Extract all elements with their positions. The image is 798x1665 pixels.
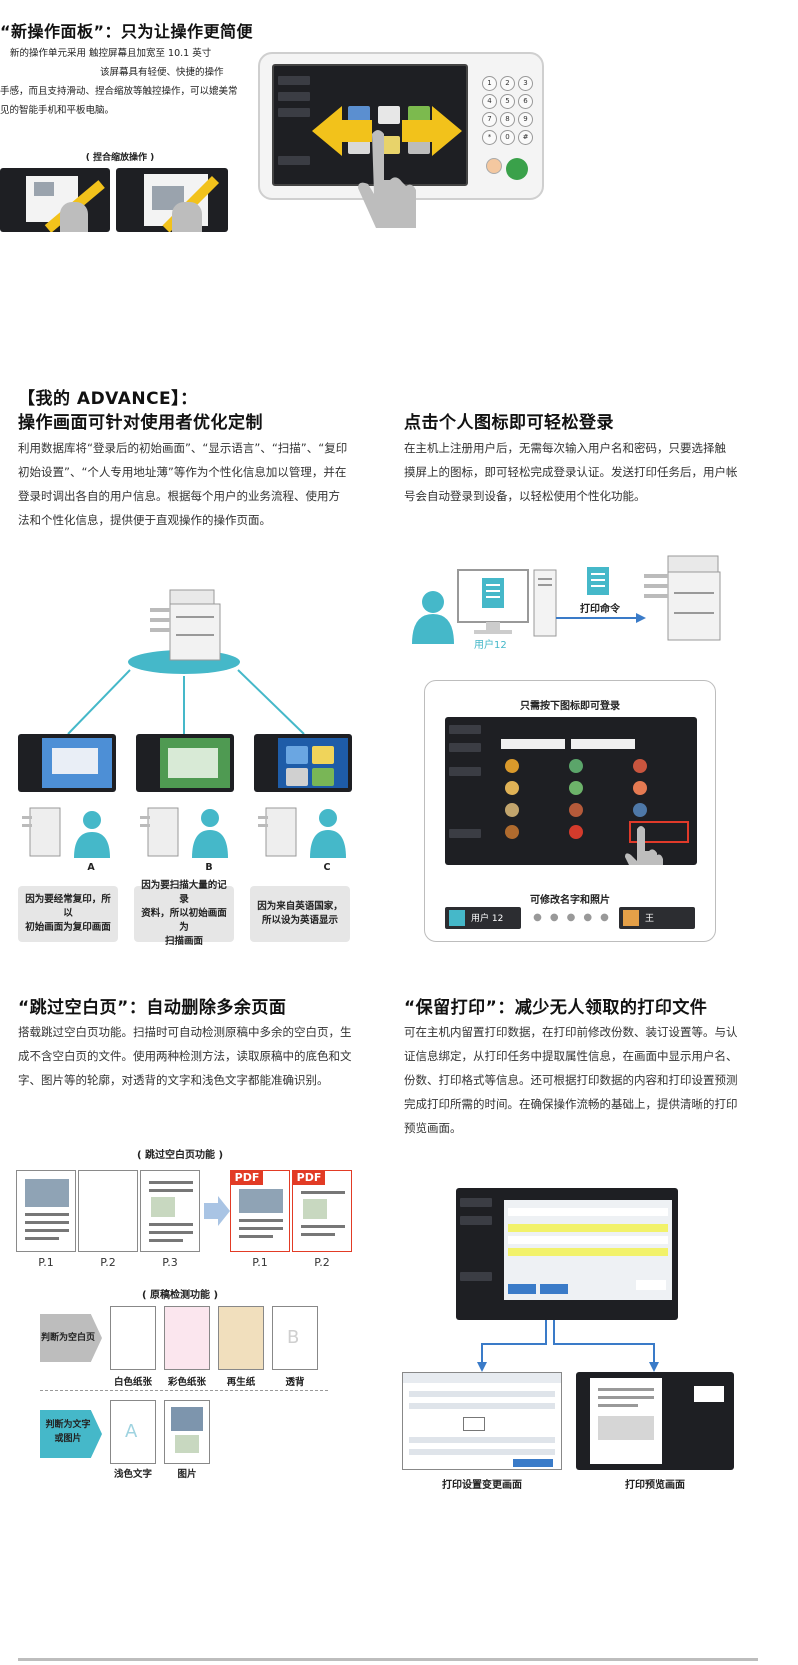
badge-user12: 用户 12 xyxy=(445,907,521,929)
paper-recycled-label: 再生纸 xyxy=(226,1377,256,1388)
skip-caption: ( 跳过空白页功能 ) xyxy=(136,1150,224,1161)
page-in-3 xyxy=(140,1170,200,1252)
process-arrow-icon xyxy=(204,1196,230,1226)
printer-icon xyxy=(150,589,221,661)
user-a-screen xyxy=(18,734,116,792)
pdf-page-1-label: P.1 xyxy=(252,1256,268,1269)
page-in-1 xyxy=(16,1170,76,1252)
section2-title-line2: 操作画面可针对使用者优化定制 xyxy=(18,413,263,433)
hold-print-screen xyxy=(456,1188,678,1320)
pdf-page-1: PDF xyxy=(230,1170,290,1252)
section3-title: 点击个人图标即可轻松登录 xyxy=(404,413,614,433)
section4-body: 搭载跳过空白页功能。扫描时可自动检测原稿中多余的空白页，生 成不含空白页的文件。… xyxy=(18,1025,352,1087)
paper-color-label: 彩色纸张 xyxy=(167,1377,206,1388)
page-in-1-label: P.1 xyxy=(38,1256,54,1269)
detect-caption: ( 原稿检测功能 ) xyxy=(141,1290,219,1301)
pinch-screen-1 xyxy=(0,168,110,232)
judge-text-tag xyxy=(40,1410,102,1458)
page-in-3-label: P.3 xyxy=(162,1256,178,1269)
paper-lighttext-label: 浅色文字 xyxy=(113,1469,152,1480)
paper-recycled xyxy=(218,1306,264,1370)
section3-body: 在主机上注册用户后，无需每次输入用户名和密码，只要选择触 摸屏上的图标，即可轻松… xyxy=(404,441,738,503)
user12-figure xyxy=(412,591,454,644)
section2-title-line1: 【我的 ADVANCE】： xyxy=(18,389,198,409)
judge-text-label: 判断为文字 或图片 xyxy=(45,1420,91,1444)
section4-title: “跳过空白页”：自动删除多余页面 xyxy=(18,998,287,1018)
section1-body: 新的操作单元采用 触控屏幕且加宽至 10.1 英寸 该屏幕具有轻便、快捷的操作 … xyxy=(0,48,238,116)
print-preview-screen xyxy=(576,1372,734,1470)
page-in-2 xyxy=(78,1170,138,1252)
paper-white xyxy=(110,1306,156,1370)
print-settings-screen xyxy=(402,1372,562,1470)
dots: ●●●●● xyxy=(533,912,617,923)
user-b-screen xyxy=(136,734,234,792)
paper-picture-label: 图片 xyxy=(177,1469,197,1480)
swipe-arrows-icon xyxy=(312,106,462,156)
user-a-bubble: 因为要经常复印，所以 初始画面为复印画面 xyxy=(18,886,118,942)
section5-title: “保留打印”：减少无人领取的打印文件 xyxy=(404,998,708,1018)
user12-label: 用户12 xyxy=(474,640,507,651)
user-c-bubble: 因为来自英语国家， 所以设为英语显示 xyxy=(250,886,350,942)
printer-large-icon xyxy=(644,555,721,641)
caption-preview: 打印预览画面 xyxy=(625,1480,685,1491)
paper-lighttext: A xyxy=(110,1400,156,1464)
print-command-label: 打印命令 xyxy=(580,604,620,615)
paper-showthrough: B xyxy=(272,1306,318,1370)
paper-picture xyxy=(164,1400,210,1464)
badge-wang: 王 xyxy=(619,907,695,929)
login-panel-title: 只需按下图标即可登录 xyxy=(520,701,620,712)
section1-title: “新操作面板”：只为让操作更简便 xyxy=(0,22,254,41)
computer-icon xyxy=(457,569,557,637)
paper-color xyxy=(164,1306,210,1370)
page-in-2-label: P.2 xyxy=(100,1256,116,1269)
pdf-page-2: PDF xyxy=(292,1170,352,1252)
user-c-screen xyxy=(254,734,352,792)
pinch-caption: ( 捏合缩放操作 ) xyxy=(85,153,155,163)
user-b-bubble: 因为要扫描大量的记录 资料，所以初始画面为 扫描画面 xyxy=(134,880,234,947)
connection-lines xyxy=(67,669,305,735)
pinch-screen-2 xyxy=(116,168,228,232)
paper-white-label: 白色纸张 xyxy=(113,1377,152,1388)
paper-showthrough-label: 透背 xyxy=(285,1377,305,1388)
print-doc-icon xyxy=(587,567,609,595)
bottom-rule xyxy=(18,1658,758,1661)
section2-body: 利用数据库将“登录后的初始画面”、“显示语言”、“扫描”、“复印 初始设置”、“… xyxy=(18,441,348,527)
login-panel: 只需按下图标即可登录 可修改名字和照片 用户 12 ●●●●● 王 xyxy=(424,680,716,942)
divider xyxy=(40,1390,328,1391)
caption-settings: 打印设置变更画面 xyxy=(442,1480,522,1491)
judge-blank-label: 判断为空白页 xyxy=(40,1333,95,1343)
pdf-page-2-label: P.2 xyxy=(314,1256,330,1269)
control-panel-screen xyxy=(272,64,468,186)
print-arrow-icon xyxy=(556,613,646,623)
hand-icon xyxy=(358,130,416,228)
rename-caption: 可修改名字和照片 xyxy=(530,895,610,906)
section5-body: 可在主机内留置打印数据，在打印前修改份数、装订设置等。与认 证信息绑定，从打印任… xyxy=(404,1025,738,1135)
login-screen xyxy=(445,717,697,865)
judge-blank-tag xyxy=(40,1314,102,1362)
branch-arrows-icon xyxy=(477,1320,659,1372)
